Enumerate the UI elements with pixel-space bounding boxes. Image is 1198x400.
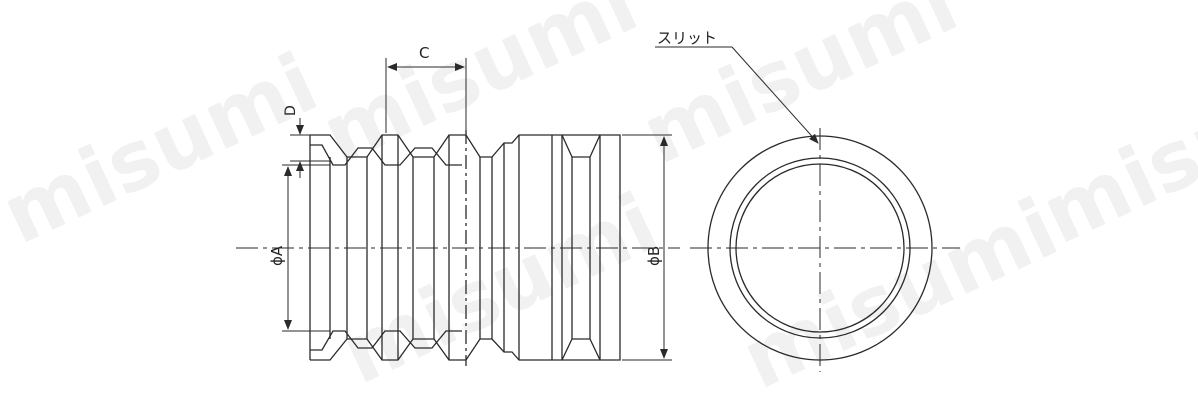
dimension-c [385, 58, 467, 133]
front-view [707, 135, 933, 361]
bellows-inner-top [310, 144, 462, 166]
slit-leader [655, 46, 819, 144]
inner-circle-1 [729, 157, 911, 339]
dimension-phi-a [282, 164, 330, 332]
label-slit: スリット [657, 29, 717, 47]
label-c: C [419, 44, 429, 62]
label-phi-a: ϕA [268, 245, 286, 266]
bellows-inner-bottom [310, 330, 462, 351]
inner-circle-2 [735, 163, 905, 333]
label-d: D [283, 105, 299, 116]
dimension-phi-b [622, 134, 672, 361]
outer-circle [707, 135, 933, 361]
label-phi-b: ϕB [645, 246, 663, 266]
watermark-text: misumi [0, 36, 331, 263]
watermark-text: misumi [628, 0, 971, 183]
bellows-top-outline [310, 134, 621, 361]
dimension-d [290, 118, 330, 178]
